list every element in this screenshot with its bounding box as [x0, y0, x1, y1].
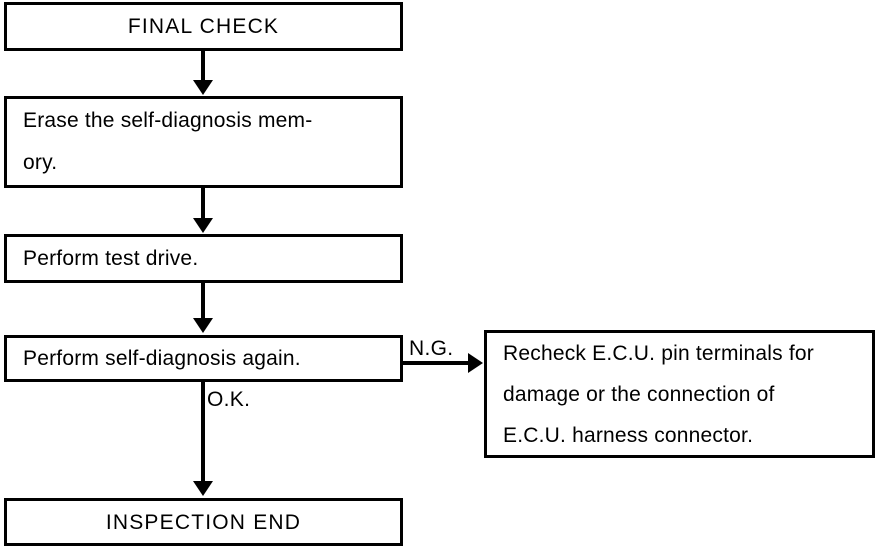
node-recheck-ecu-line1: Recheck E.C.U. pin terminals for	[503, 341, 815, 365]
node-test-drive: Perform test drive.	[4, 234, 403, 283]
node-recheck-ecu-line3: E.C.U. harness connector.	[503, 423, 754, 447]
node-erase-memory: Erase the self-diagnosis mem- ory.	[4, 96, 403, 188]
connector-test-to-diagnosis	[201, 283, 205, 321]
arrowhead-diagnosis-ng	[468, 353, 483, 373]
arrowhead-diagnosis-ok	[193, 481, 213, 496]
node-recheck-ecu-line2: damage or the connection of	[503, 382, 775, 406]
node-inspection-end: INSPECTION END	[4, 498, 403, 546]
connector-final-to-erase	[201, 50, 205, 83]
node-final-check: FINAL CHECK	[4, 2, 403, 51]
node-erase-memory-line2: ory.	[23, 151, 58, 174]
node-erase-memory-line1: Erase the self-diagnosis mem-	[23, 109, 313, 132]
connector-diagnosis-ng	[403, 361, 471, 365]
arrowhead-erase-to-test	[193, 218, 213, 233]
connector-diagnosis-ok	[201, 382, 205, 483]
node-test-drive-label: Perform test drive.	[23, 247, 199, 270]
edge-label-ok: O.K.	[207, 388, 251, 411]
connector-erase-to-test	[201, 188, 205, 221]
node-inspection-end-label: INSPECTION END	[105, 510, 302, 534]
arrowhead-test-to-diagnosis	[193, 318, 213, 333]
edge-label-ng: N.G.	[409, 337, 454, 360]
arrowhead-final-to-erase	[193, 80, 213, 95]
node-self-diagnosis-again-label: Perform self-diagnosis again.	[23, 347, 301, 370]
node-self-diagnosis-again: Perform self-diagnosis again.	[4, 335, 403, 382]
node-recheck-ecu: Recheck E.C.U. pin terminals for damage …	[484, 330, 875, 458]
node-final-check-label: FINAL CHECK	[127, 15, 280, 38]
